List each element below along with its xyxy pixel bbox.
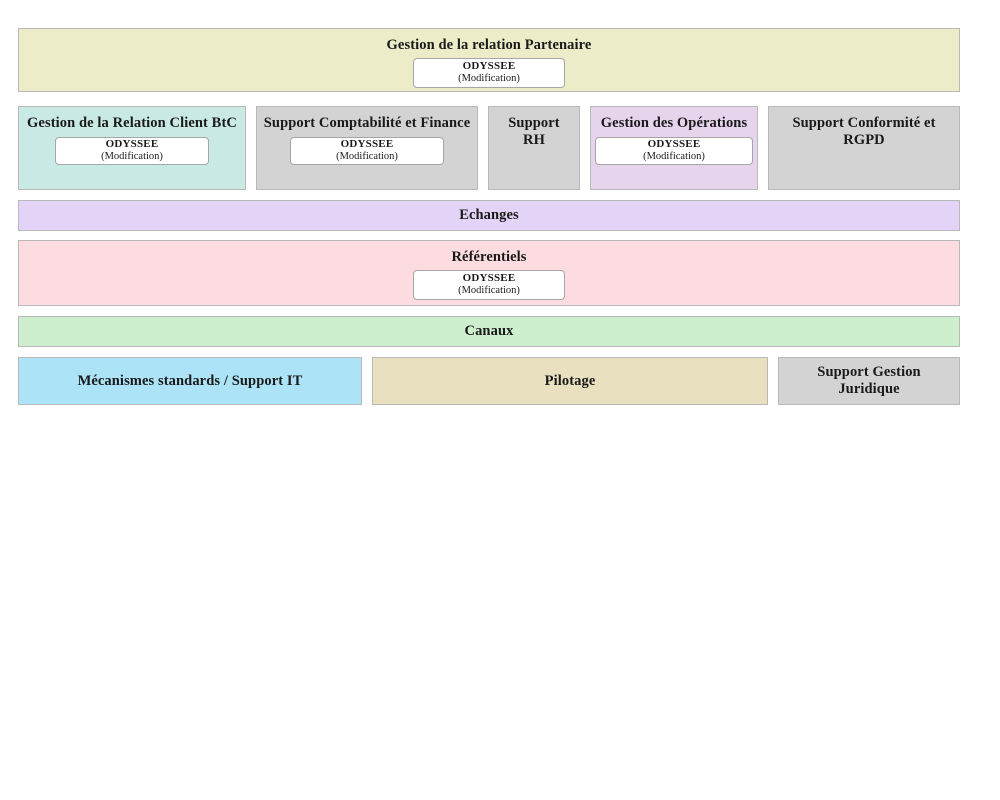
capability-title: Référentiels	[451, 249, 527, 265]
application-name: ODYSSEE	[105, 138, 159, 150]
application-name: ODYSSEE	[340, 138, 394, 150]
application-name: ODYSSEE	[462, 60, 516, 72]
capability-block-support-comptabilite-finance[interactable]: Support Comptabilité et Finance ODYSSEE …	[256, 106, 478, 190]
capability-block-support-gestion-juridique[interactable]: Support Gestion Juridique	[778, 357, 960, 405]
application-chip-odyssee[interactable]: ODYSSEE (Modification)	[413, 58, 565, 88]
capability-block-canaux[interactable]: Canaux	[18, 316, 960, 347]
application-chip-odyssee[interactable]: ODYSSEE (Modification)	[55, 137, 209, 165]
capability-block-gestion-relation-partenaire[interactable]: Gestion de la relation Partenaire ODYSSE…	[18, 28, 960, 92]
capability-title: Gestion de la relation Partenaire	[386, 37, 592, 53]
capability-block-pilotage[interactable]: Pilotage	[372, 357, 768, 405]
capability-title: Support Comptabilité et Finance	[263, 115, 471, 131]
capability-title: Gestion des Opérations	[600, 115, 748, 131]
capability-title: Gestion de la Relation Client BtC	[27, 115, 237, 131]
application-state: (Modification)	[458, 285, 520, 296]
capability-block-mecanismes-standards-support-it[interactable]: Mécanismes standards / Support IT	[18, 357, 362, 405]
capability-block-support-rh[interactable]: Support RH	[488, 106, 580, 190]
capability-title: Pilotage	[544, 372, 596, 389]
application-state: (Modification)	[458, 73, 520, 84]
application-chip-odyssee[interactable]: ODYSSEE (Modification)	[595, 137, 753, 165]
capability-title: Canaux	[464, 323, 514, 339]
capability-block-referentiels[interactable]: Référentiels ODYSSEE (Modification)	[18, 240, 960, 306]
capability-block-gestion-relation-client-btc[interactable]: Gestion de la Relation Client BtC ODYSSE…	[18, 106, 246, 190]
capability-title: Support Gestion Juridique	[817, 364, 921, 397]
application-chip-odyssee[interactable]: ODYSSEE (Modification)	[290, 137, 444, 165]
application-name: ODYSSEE	[647, 138, 701, 150]
capability-block-echanges[interactable]: Echanges	[18, 200, 960, 231]
application-state: (Modification)	[101, 151, 163, 162]
capability-block-support-conformite-rgpd[interactable]: Support Conformité et RGPD	[768, 106, 960, 190]
application-name: ODYSSEE	[462, 272, 516, 284]
application-chip-odyssee[interactable]: ODYSSEE (Modification)	[413, 270, 565, 300]
capability-title: Echanges	[459, 207, 519, 223]
application-state: (Modification)	[336, 151, 398, 162]
capability-title: Support RH	[508, 115, 560, 148]
capability-title: Support Conformité et RGPD	[792, 115, 936, 148]
capability-block-gestion-des-operations[interactable]: Gestion des Opérations ODYSSEE (Modifica…	[590, 106, 758, 190]
capability-title: Mécanismes standards / Support IT	[77, 372, 303, 389]
application-state: (Modification)	[643, 151, 705, 162]
